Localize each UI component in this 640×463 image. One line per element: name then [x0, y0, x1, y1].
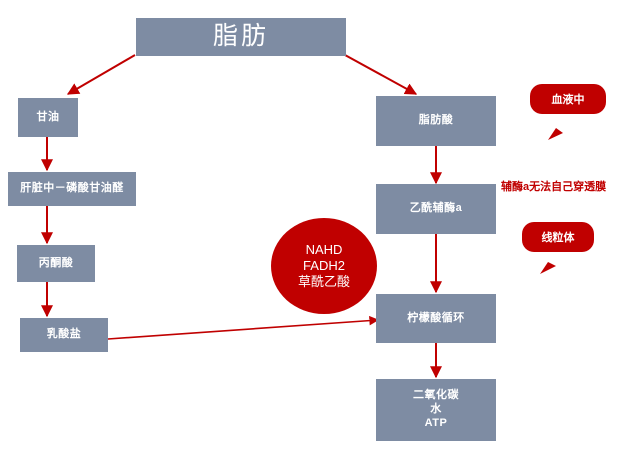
node-lactate: 乳酸盐: [20, 318, 108, 352]
callout-mitochondria: 线粒体: [522, 222, 594, 252]
node-liver-glyceraldehyde: 肝脏中－磷酸甘油醛: [8, 172, 136, 206]
callout-blood-label: 血液中: [551, 94, 585, 106]
node-end-products-line-1: 二氧化碳: [413, 389, 459, 402]
bubble-line-1: NAHD: [305, 241, 343, 257]
callout-tail-blood: [548, 128, 563, 140]
node-pyruvate-label: 丙酮酸: [38, 256, 74, 269]
callout-mitochondria-label: 线粒体: [541, 232, 575, 244]
node-fat: 脂肪: [136, 18, 346, 56]
note-coenzyme-a-membrane: 辅酶a无法自己穿透膜: [501, 178, 606, 194]
node-citric-acid-cycle: 柠檬酸循环: [376, 294, 496, 343]
arrow-fat-to-fattyacid: [344, 54, 418, 95]
node-end-products-line-3: ATP: [424, 416, 448, 429]
note-coenzyme-a-label: 辅酶a无法自己穿透膜: [501, 181, 607, 193]
node-acetyl-coa-label: 乙酰辅酶a: [409, 202, 463, 215]
node-glycerol: 甘油: [18, 98, 78, 137]
callout-blood: 血液中: [530, 84, 606, 114]
node-pyruvate: 丙酮酸: [17, 245, 95, 282]
bubble-nadh-fadh2-oxaloacetate: NAHD FADH2 草酰乙酸: [271, 218, 377, 314]
node-glycerol-label: 甘油: [36, 110, 60, 123]
bubble-line-2: FADH2: [303, 257, 345, 273]
node-fatty-acid-label: 脂肪酸: [418, 114, 454, 127]
node-end-products-line-2: 水: [430, 403, 442, 416]
arrow-lactate-to-citric: [107, 315, 379, 340]
node-liver-label: 肝脏中－磷酸甘油醛: [20, 182, 124, 195]
node-citric-label: 柠檬酸循环: [407, 311, 465, 324]
node-acetyl-coa: 乙酰辅酶a: [376, 184, 496, 234]
node-lactate-label: 乳酸盐: [46, 328, 82, 341]
node-fatty-acid: 脂肪酸: [376, 96, 496, 146]
arrow-fat-to-glycerol: [66, 54, 136, 95]
callout-tail-mitochondria: [540, 262, 556, 274]
node-end-products: 二氧化碳 水 ATP: [376, 379, 496, 441]
node-fat-label: 脂肪: [212, 22, 269, 51]
bubble-line-3: 草酰乙酸: [297, 274, 350, 290]
